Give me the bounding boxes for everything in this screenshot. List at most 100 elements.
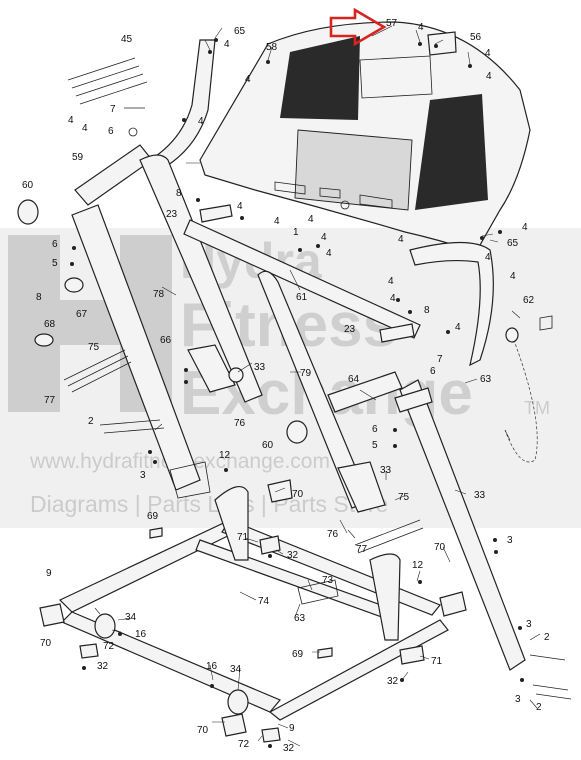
- callout-70-right-upper: 70: [434, 542, 446, 553]
- red-arrow-icon: [329, 7, 387, 47]
- callout-65-right: 65: [507, 238, 519, 249]
- pad-72-b: [261, 727, 281, 743]
- plate-71-a: [259, 535, 281, 555]
- hardware-45: [67, 57, 148, 137]
- callout-45: 45: [121, 34, 133, 45]
- callout-33-b: 33: [380, 465, 392, 476]
- callout-2-a: 2: [88, 416, 94, 427]
- callout-4-h: 4: [82, 123, 88, 134]
- cap-60-right: [286, 420, 308, 444]
- callout-70-bottom: 70: [197, 725, 209, 736]
- callout-8-b: 8: [36, 292, 42, 303]
- callout-59: 59: [72, 152, 84, 163]
- foot-70-c: [439, 591, 467, 617]
- callout-6-c: 6: [430, 366, 436, 377]
- frame-mount-left: [214, 485, 249, 561]
- bracket-76-right: [337, 461, 386, 513]
- callout-3-b: 3: [507, 535, 513, 546]
- upright-base-66: [169, 461, 211, 499]
- callout-4-g: 4: [68, 115, 74, 126]
- wheel-34-rear: [227, 689, 249, 715]
- callout-3-d: 3: [515, 694, 521, 705]
- callout-4-i: 4: [237, 201, 243, 212]
- callout-8-a: 8: [176, 188, 182, 199]
- bracket-upright-top: [394, 387, 433, 413]
- callout-12-a: 12: [219, 450, 231, 461]
- knob-33-left: [228, 367, 244, 383]
- bolts-2-right: [529, 654, 572, 700]
- knob-68: [34, 333, 54, 347]
- frame-rail-right: [268, 619, 449, 721]
- callout-2-b: 2: [544, 632, 550, 643]
- console-keypad-area: [294, 129, 413, 211]
- callout-76-right: 76: [327, 529, 339, 540]
- callout-4-t: 4: [455, 322, 461, 333]
- callout-9-b: 9: [289, 723, 295, 734]
- cap-60-left: [17, 199, 39, 225]
- callout-69-a: 69: [147, 511, 159, 522]
- right-upright: [257, 241, 553, 671]
- left-upright: [17, 39, 263, 499]
- callout-16-b: 16: [206, 661, 218, 672]
- label-69-b: [317, 647, 333, 659]
- wheel-34-front: [94, 613, 116, 639]
- frame-mount-right: [369, 553, 401, 641]
- callout-9-a: 9: [46, 568, 52, 579]
- callouts: 45 65 4 58 57 4 56 4 4 4 4 4 4 7 6 59 60…: [22, 18, 550, 754]
- callout-4-a: 4: [224, 39, 230, 50]
- callout-4-d: 4: [486, 71, 492, 82]
- callout-1: 1: [293, 227, 299, 238]
- callout-62: 62: [523, 295, 535, 306]
- callout-60-left: 60: [22, 180, 34, 191]
- right-speaker-grille: [415, 94, 488, 210]
- callout-69-b: 69: [292, 649, 304, 660]
- callout-68: 68: [44, 319, 56, 330]
- callout-32-c: 32: [387, 676, 399, 687]
- callout-58: 58: [266, 42, 278, 53]
- callout-4-p: 4: [485, 252, 491, 263]
- bolts-77-left: [63, 349, 132, 393]
- callout-61: 61: [296, 292, 308, 303]
- bolts-2-left: [99, 419, 165, 434]
- callout-4-f: 4: [198, 116, 204, 127]
- callout-72-b: 72: [238, 739, 250, 750]
- label-69-a: [149, 527, 163, 539]
- cable-62: [504, 329, 538, 463]
- callout-6-b: 6: [52, 239, 58, 250]
- base-frame-74: [39, 479, 572, 743]
- foot-70-b: [221, 713, 247, 737]
- callout-7-left: 7: [110, 104, 116, 115]
- callout-65-top: 65: [234, 26, 246, 37]
- callout-8-c: 8: [424, 305, 430, 316]
- upright-tube-33: [399, 379, 526, 671]
- watermark-tagline: Diagrams | Parts Lists | Parts Store: [30, 491, 388, 517]
- callout-23-b: 23: [344, 324, 356, 335]
- callout-4-k: 4: [308, 214, 314, 225]
- callout-70-center: 70: [292, 489, 304, 500]
- callout-4-c: 4: [485, 48, 491, 59]
- callout-57: 57: [386, 18, 398, 29]
- callout-4-m: 4: [326, 248, 332, 259]
- callout-32-b: 32: [97, 661, 109, 672]
- plate-71-b: [399, 645, 425, 665]
- callout-63-right: 63: [480, 374, 492, 385]
- callout-56: 56: [470, 32, 482, 43]
- bracket-23-right: [379, 323, 415, 343]
- callout-4-b: 4: [418, 22, 424, 33]
- right-handrail-tube: [409, 241, 494, 367]
- callout-4-s: 4: [390, 293, 396, 304]
- callout-4-e: 4: [245, 74, 251, 85]
- console-knob-icon: [340, 200, 350, 210]
- callout-72-a: 72: [103, 641, 115, 652]
- callout-2-c: 2: [536, 702, 542, 713]
- callout-77-right: 77: [356, 544, 368, 555]
- callout-63-center: 63: [294, 613, 306, 624]
- callout-67: 67: [76, 309, 88, 320]
- callout-5-b: 5: [372, 440, 378, 451]
- callout-78: 78: [153, 289, 165, 300]
- callout-75-left: 75: [88, 342, 100, 353]
- bracket-56: [427, 31, 457, 56]
- callout-71-a: 71: [237, 532, 249, 543]
- callout-4-r: 4: [388, 276, 394, 287]
